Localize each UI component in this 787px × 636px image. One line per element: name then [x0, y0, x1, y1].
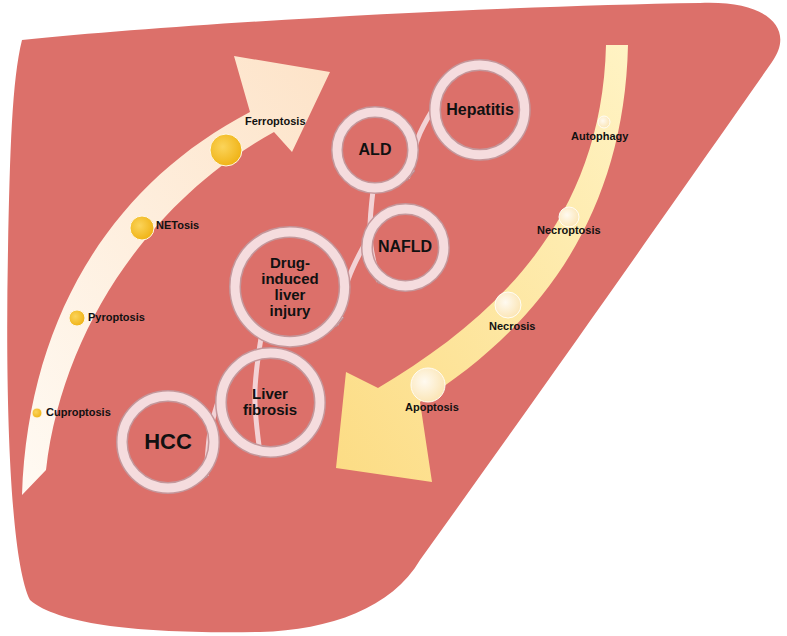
disease-ring: ALD — [331, 106, 419, 194]
disease-ring: NAFLD — [361, 203, 450, 292]
cell-death-label: Pyroptosis — [88, 311, 145, 323]
disease-name: HCC — [144, 430, 192, 454]
falling-arrow — [336, 45, 628, 482]
disease-ring: Hepatitis — [429, 59, 531, 161]
cell-death-label: Ferroptosis — [245, 115, 306, 127]
disease-ring: Liver fibrosis — [215, 347, 326, 458]
disease-name: Drug-induced liver injury — [259, 255, 321, 320]
rising-arrow — [22, 56, 330, 495]
liver-outline — [7, 3, 780, 633]
cell-death-label: Apoptosis — [405, 401, 459, 413]
disease-name: NAFLD — [378, 238, 432, 255]
cell-death-label: Autophagy — [571, 130, 628, 142]
cell-death-label: Necroptosis — [537, 224, 601, 236]
disease-ring: HCC — [116, 390, 220, 494]
cell-death-label: Necrosis — [489, 320, 535, 332]
disease-name: ALD — [359, 141, 392, 158]
cell-death-dots — [32, 116, 610, 418]
cell-death-label: Cuproptosis — [46, 406, 111, 418]
disease-name: Hepatitis — [446, 101, 514, 118]
disease-name: Liver fibrosis — [234, 386, 306, 418]
cell-death-label: NETosis — [156, 219, 199, 231]
disease-ring: Drug-induced liver injury — [229, 226, 351, 348]
